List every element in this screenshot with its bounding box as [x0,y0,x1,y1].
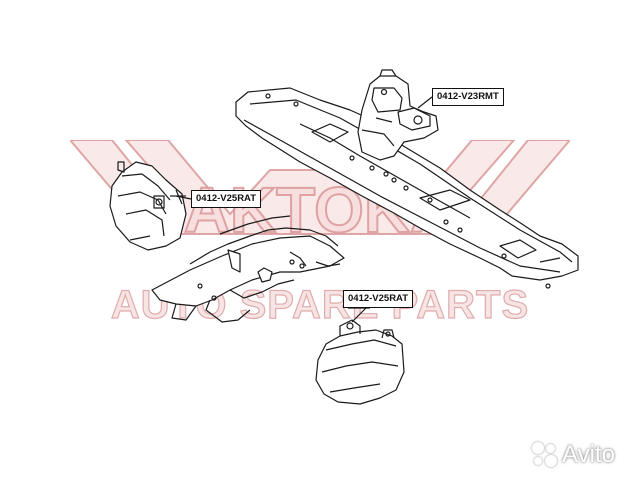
part-label-front-mount-lower: 0412-V25RAT [343,290,414,308]
rear-mount-illustration [357,69,439,161]
avito-dots-icon [530,440,560,470]
part-label-rear-mount: 0412-V23RMT [432,88,504,106]
avito-badge: Avito [530,440,615,470]
part-label-front-mount-upper: 0412-V25RAT [191,190,262,208]
subframe-illustration [151,215,345,323]
leader-line-rear-mount [417,96,433,109]
avito-badge-text: Avito [562,441,615,468]
front-mount-upper-illustration [109,161,187,251]
front-mount-lower-illustration [315,319,405,405]
leader-line-front-mount-upper [175,195,192,200]
crossmember-illustration [235,87,579,289]
leader-line-front-mount-lower [351,307,367,323]
